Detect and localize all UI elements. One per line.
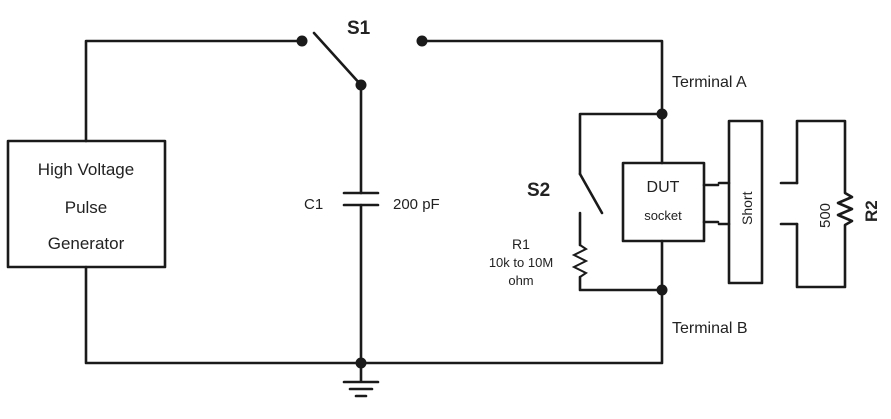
short-label: Short [739, 191, 755, 225]
generator-label-line2: Pulse [65, 198, 108, 217]
dut-label-line1: DUT [647, 179, 680, 196]
wire-bottom [84, 265, 664, 365]
s2-label: S2 [527, 180, 550, 201]
dut-label-line2: socket [644, 208, 682, 223]
r2-value: 500 [817, 203, 834, 228]
r1-wire-bottom [578, 275, 664, 292]
r2-card [795, 119, 854, 289]
r1-range: 10k to 10M [489, 255, 553, 270]
r2-label: R2 [862, 200, 881, 222]
wire-top-left [84, 39, 304, 143]
r1-unit: ohm [508, 273, 533, 288]
generator-label-line1: High Voltage [38, 160, 134, 179]
c1-value: 200 pF [393, 196, 440, 213]
s2-r1-wire-top [578, 112, 664, 176]
r1-resistor [571, 244, 589, 278]
s1-label: S1 [347, 18, 371, 39]
terminal-a-label: Terminal A [672, 74, 747, 91]
s1-left-contact [296, 35, 308, 47]
generator-label-line3: Generator [48, 234, 125, 253]
s1-blade [312, 31, 363, 87]
dut-socket-box [621, 161, 706, 243]
c1-label: C1 [304, 196, 323, 213]
wire-top-right [420, 39, 664, 114]
r1-label: R1 [512, 236, 530, 252]
terminal-b-label: Terminal B [672, 320, 748, 337]
s2-blade [578, 172, 604, 215]
short-card [727, 119, 764, 285]
